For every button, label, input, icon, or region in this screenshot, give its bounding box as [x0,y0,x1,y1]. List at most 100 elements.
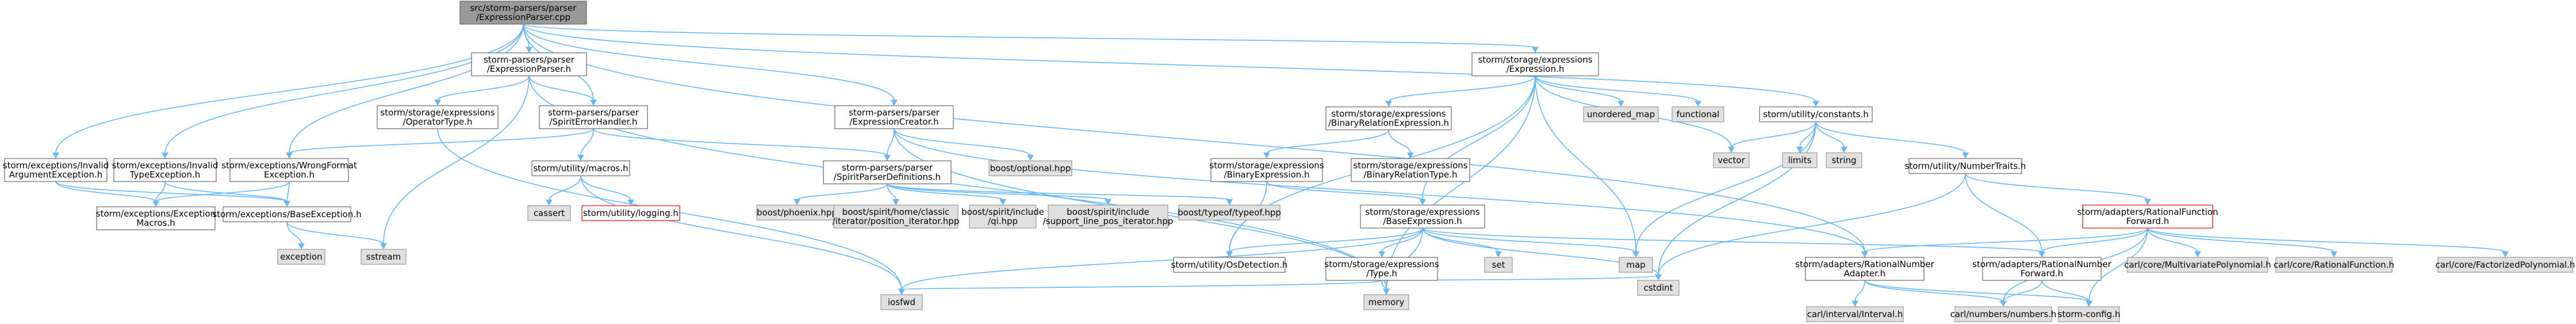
node-type-h[interactable]: storm/storage/expressions/Type.h [1324,257,1439,281]
node-boost-line-pos[interactable]: boost/spirit/include/support_line_pos_it… [1043,205,1174,229]
node-box [1325,257,1438,281]
node-constants-h[interactable]: storm/utility/constants.h [1759,106,1873,122]
arrowhead-icon [546,199,553,206]
node-binexpr-h[interactable]: storm/storage/expressions/BinaryExpressi… [1209,158,1324,182]
node-storm-config[interactable]: storm-config.h [2058,306,2121,322]
node-numbers[interactable]: carl/numbers/numbers.h [1950,306,2057,322]
node-fact-poly[interactable]: carl/core/FactorizedPolynomial.h [2436,257,2575,273]
node-box [756,205,838,221]
edge-expr_h-to-binrel_h [1385,75,1536,107]
node-cassert[interactable]: cassert [527,205,571,221]
node-label: storm/exceptions/Exception [96,209,216,219]
arrowhead-icon [1385,101,1392,107]
node-box [1210,158,1323,182]
node-boost-optional[interactable]: boost/optional.hpp [988,160,1072,176]
arrowhead-icon [526,47,532,53]
edge-ratfunc_fwd-to-fact_poly [2147,227,2509,258]
node-unordered-map[interactable]: unordered_map [1583,106,1659,122]
node-base-exc[interactable]: storm/exceptions/BaseException.h [212,206,362,222]
node-label: /BaseExpression.h [1383,216,1462,226]
node-ratfunc-carl[interactable]: carl/core/RationalFunction.h [2274,257,2394,273]
node-invalid-arg[interactable]: storm/exceptions/InvalidArgumentExceptio… [3,158,109,182]
node-label: storm/utility/macros.h [533,163,628,173]
edge-baseexpr_h-to-osdetect [1226,227,1423,258]
edge-constants_h-to-map [1632,121,1816,258]
node-box [1826,152,1862,168]
node-boost-qi[interactable]: boost/spirit/include/qi.hpp [961,205,1044,229]
edge-binrel_h-to-binexpr_h [1263,129,1389,159]
arrowhead-icon [627,199,634,206]
node-baseexpr-h[interactable]: storm/storage/expressions/BaseExpression… [1360,205,1485,229]
node-label: cassert [534,208,565,218]
node-box [277,249,325,265]
node-sstream[interactable]: sstream [361,249,407,265]
node-string[interactable]: string [1826,152,1862,168]
arrowhead-icon [999,199,1006,206]
node-box [1351,158,1470,182]
node-limits[interactable]: limits [1782,152,1818,168]
edge-root-to-invalid_type [162,24,524,159]
node-expr-h[interactable]: storm/storage/expressions/Expression.h [1471,52,1599,76]
node-set[interactable]: set [1484,257,1513,273]
node-binrel-h[interactable]: storm/storage/expressions/BinaryRelation… [1325,106,1452,130]
node-label: storm-parsers/parser [548,107,639,118]
node-box [1048,205,1168,229]
edge-ratnum_adapter-to-interval [1851,280,1865,307]
node-interval[interactable]: carl/interval/Interval.h [1806,306,1904,322]
node-root[interactable]: src/storm-parsers/parser/ExpressionParse… [459,1,587,25]
arrowhead-icon [1632,251,1639,258]
node-label: /BinaryExpression.h [1224,169,1310,180]
node-map[interactable]: map [1619,257,1653,273]
node-label: functional [1677,109,1720,119]
node-cstdint[interactable]: cstdint [1637,280,1680,296]
arrowhead-icon [52,152,59,159]
node-label: storm/storage/expressions [1353,160,1467,171]
node-label: boost/spirit/include [1067,207,1149,217]
node-spirit-error[interactable]: storm-parsers/parser/SpiritErrorHandler.… [539,105,648,129]
node-label: TypeException.h [129,169,201,180]
node-box [1325,106,1452,130]
node-operator-type[interactable]: storm/storage/expressions/OperatorType.h [377,105,499,129]
node-multivar-poly[interactable]: carl/core/MultivariatePolynomial.h [2124,257,2271,273]
node-boost-typeof[interactable]: boost/typeof/typeof.hpp [1178,205,1281,221]
edge-ep_h-to-sstream [380,75,530,250]
node-box [1173,257,1286,273]
node-exception[interactable]: exception [277,249,325,265]
edge-ratnum_fwd-to-numbers [2000,280,2042,307]
node-box [1805,257,1925,281]
node-spirit-defs[interactable]: storm-parsers/parser/SpiritParserDefinit… [823,160,952,184]
edge-baseexpr_h-to-ratnum_fwd [1422,227,2045,258]
node-vector[interactable]: vector [1713,152,1750,168]
arrowhead-icon [1796,146,1803,153]
node-label: set [1492,260,1505,270]
node-boost-pos-iter[interactable]: boost/spirit/home/classic/iterator/posit… [833,205,960,229]
edge-spirit_error-to-wrong_format [286,128,594,159]
edge-macros_h-to-iosfwd [580,175,905,295]
edge-ratfunc_fwd-to-ratnum_adapter [1861,227,2148,258]
arrowhead-icon [2086,300,2092,307]
node-box [1484,257,1513,273]
arrowhead-icon [1105,199,1111,206]
node-boost-phoenix[interactable]: boost/phoenix.hpp [756,205,838,221]
node-memory[interactable]: memory [1363,294,1409,310]
arrowhead-icon [1383,288,1390,295]
node-ep-h[interactable]: storm-parsers/parser/ExpressionParser.h [471,52,587,76]
node-functional[interactable]: functional [1672,106,1724,122]
node-binrel-type[interactable]: storm/storage/expressions/BinaryRelation… [1351,158,1470,182]
node-numtraits[interactable]: storm/utility/NumberTraits.h [1905,158,2026,174]
arrowhead-icon [1226,199,1233,206]
node-label: cstdint [1643,283,1673,293]
node-iosfwd[interactable]: iosfwd [880,294,923,310]
node-macros-h[interactable]: storm/utility/macros.h [531,160,630,176]
node-osdetect[interactable]: storm/utility/OsDetection.h [1171,257,1288,273]
edge-baseexpr_h-to-type_h [1378,227,1423,258]
node-logging[interactable]: storm/utility/logging.h [581,205,680,221]
arrowhead-icon [1532,47,1539,53]
node-expr-creator[interactable]: storm-parsers/parser/ExpressionCreator.h [834,105,954,129]
